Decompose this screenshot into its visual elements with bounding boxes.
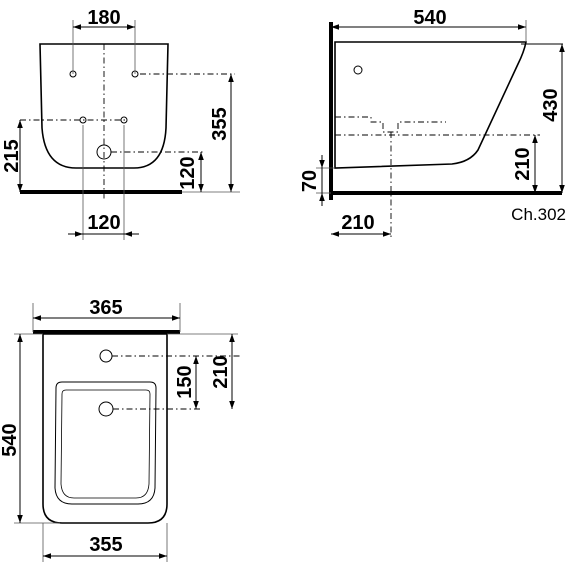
side-view: 540 430 210 70 210 Ch.302 [299,7,566,240]
front-120v-label: 120 [177,156,199,189]
model-code: Ch.302 [511,205,566,224]
front-355-label: 355 [209,107,231,140]
side-430-label: 430 [540,88,562,121]
side-flange-outline [335,116,446,133]
side-210v-label: 210 [512,147,534,180]
side-70-label: 70 [299,170,321,192]
top-bidet-outline [42,333,168,524]
side-540-label: 540 [413,7,446,29]
top-540-label: 540 [0,423,21,456]
front-180-label: 180 [87,7,120,29]
front-215-label: 215 [1,139,23,172]
top-150-label: 150 [174,365,196,398]
side-bidet-outline [334,41,527,169]
side-210h-label: 210 [341,212,374,234]
front-120h-label: 120 [87,212,120,234]
front-view: 180 355 215 120 120 [1,7,240,240]
top-355-label: 355 [89,534,122,556]
top-bowl-outer [54,381,157,505]
front-bidet-outline [39,43,169,169]
top-365-label: 365 [89,297,122,319]
top-bowl-inner [60,389,151,499]
top-210-label: 210 [210,355,232,388]
top-view: 365 540 150 210 355 [0,297,240,562]
side-inlet-hole [353,65,363,75]
front-lower-hole-right [120,116,128,124]
